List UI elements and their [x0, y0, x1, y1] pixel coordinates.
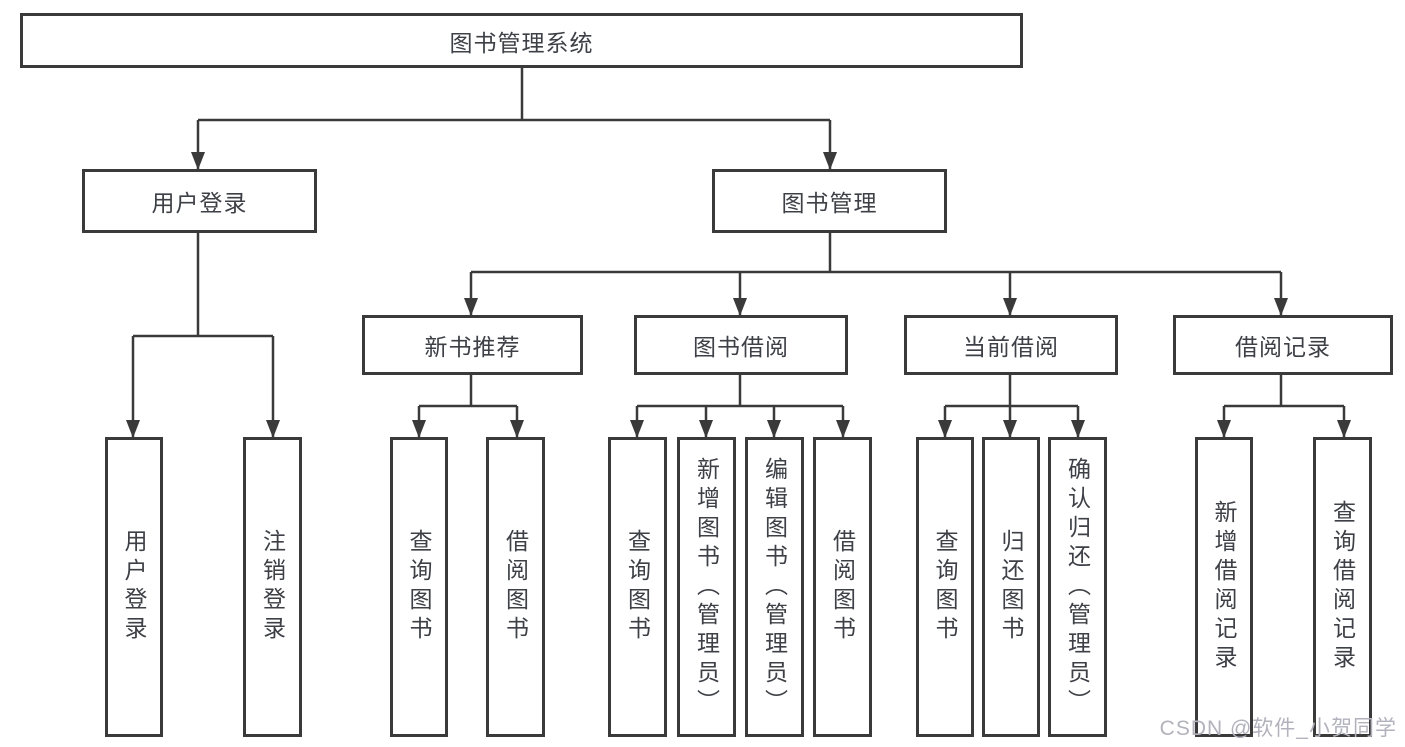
node-new-book-recommend: 新书推荐 [362, 315, 583, 375]
node-user-login: 用户登录 [82, 169, 317, 233]
node-book-borrow-label: 图书借阅 [693, 334, 789, 360]
node-current-borrow-label: 当前借阅 [963, 334, 1059, 360]
leaf-logout-label: 注销登录 [259, 529, 286, 645]
leaf-borrow-add-books-admin: 新增图书（管理员） [677, 437, 736, 737]
leaf-records-add-record: 新增借阅记录 [1195, 437, 1253, 737]
node-book-borrow: 图书借阅 [634, 315, 848, 375]
leaf-borrow-borrow-books: 借阅图书 [813, 437, 872, 737]
node-book-management-label: 图书管理 [781, 190, 878, 216]
leaf-borrow-edit-books-admin-label: 编辑图书（管理员） [761, 456, 788, 718]
node-borrow-records-label: 借阅记录 [1235, 334, 1331, 360]
leaf-borrow-query-books-label: 查询图书 [624, 529, 651, 645]
leaf-current-return-books-label: 归还图书 [998, 529, 1024, 645]
leaf-recommend-query-books: 查询图书 [390, 437, 448, 737]
node-user-login-label: 用户登录 [151, 190, 248, 216]
leaf-borrow-edit-books-admin: 编辑图书（管理员） [745, 437, 804, 737]
watermark-text: CSDN @软件_小贺同学 [1159, 717, 1397, 740]
leaf-current-query-books: 查询图书 [916, 437, 974, 737]
leaf-recommend-query-books-label: 查询图书 [406, 529, 432, 645]
leaf-records-query-record: 查询借阅记录 [1313, 437, 1372, 737]
node-borrow-records: 借阅记录 [1173, 315, 1393, 375]
leaf-current-return-books: 归还图书 [982, 437, 1040, 737]
leaf-recommend-borrow-books: 借阅图书 [486, 437, 545, 737]
leaf-current-query-books-label: 查询图书 [932, 529, 958, 645]
leaf-user-login: 用户登录 [105, 437, 163, 737]
leaf-borrow-borrow-books-label: 借阅图书 [829, 529, 856, 645]
leaf-current-confirm-return-admin-label: 确认归还（管理员） [1064, 456, 1091, 718]
node-root-system: 图书管理系统 [20, 13, 1023, 68]
leaf-borrow-query-books: 查询图书 [608, 437, 667, 737]
leaf-logout: 注销登录 [243, 437, 302, 737]
leaf-records-add-record-label: 新增借阅记录 [1211, 500, 1237, 674]
leaf-recommend-borrow-books-label: 借阅图书 [502, 529, 529, 645]
node-book-management: 图书管理 [712, 169, 947, 233]
leaf-current-confirm-return-admin: 确认归还（管理员） [1048, 437, 1107, 737]
node-new-book-recommend-label: 新书推荐 [424, 334, 521, 360]
node-root-system-label: 图书管理系统 [449, 29, 594, 56]
leaf-borrow-add-books-admin-label: 新增图书（管理员） [693, 456, 720, 718]
leaf-user-login-label: 用户登录 [121, 529, 147, 645]
node-current-borrow: 当前借阅 [904, 315, 1118, 375]
leaf-records-query-record-label: 查询借阅记录 [1329, 500, 1356, 674]
